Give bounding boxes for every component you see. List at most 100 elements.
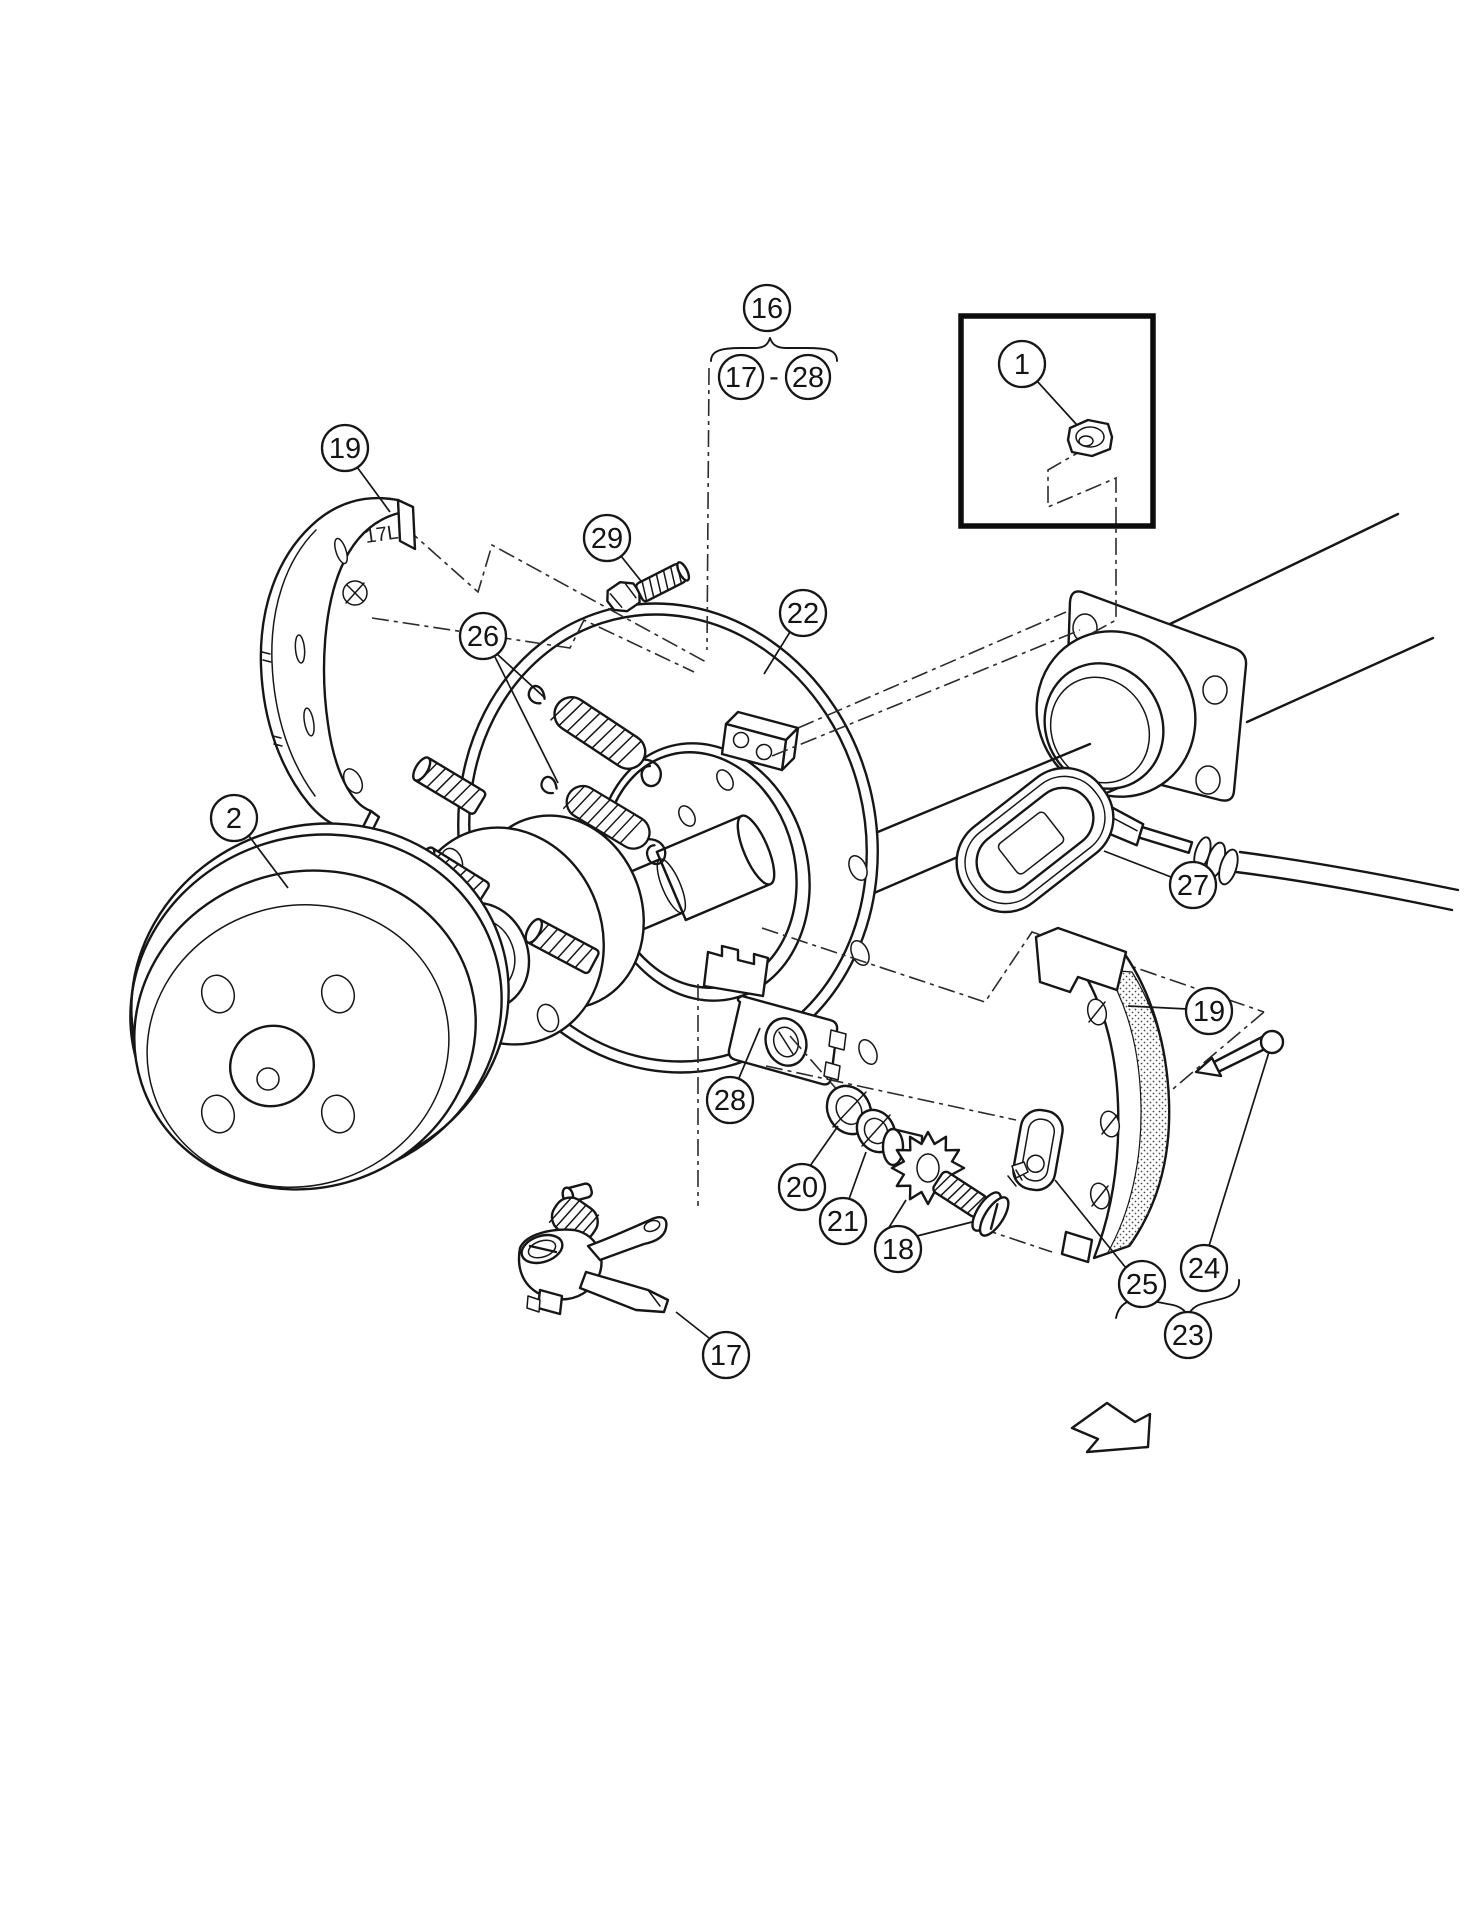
coil-lines [548,1195,600,1242]
inset-border [958,313,1156,529]
phantom-nut-alignment [1047,446,1117,637]
lever-arm-hole [643,1219,661,1233]
svg-text:28: 28 [714,1085,746,1117]
axle-tube-upper-edge [1168,512,1400,626]
brake-shoe-left: 17L [259,496,417,835]
svg-text:28: 28 [792,362,824,394]
callout-29: 29 [582,513,632,563]
shoe-slot [294,634,306,664]
callout-26: 26 [458,611,508,661]
svg-text:23: 23 [1172,1320,1204,1352]
callout-leaders [248,380,1270,1339]
axle-tube-lower-edge [1245,636,1435,724]
wheel-cylinder-tab [823,1061,841,1081]
drum-lug-hole [320,1094,356,1134]
lever-cup-slot [528,1244,558,1254]
shoe-web [259,496,401,830]
svg-text:18: 18 [882,1234,914,1266]
cable-ferrule-ring [1218,848,1239,886]
callout-21: 21 [818,1196,868,1246]
hub-hole [536,1003,560,1033]
plate-hole [678,805,696,827]
plate-hole [716,769,734,791]
plate-hole [858,1038,878,1066]
svg-text:27: 27 [1177,870,1209,902]
axle-nut [1066,418,1114,458]
svg-text:29: 29 [591,523,623,555]
grommet-center-hole [997,811,1065,875]
callout-1: 1 [997,339,1047,389]
shoe-lining-edge [271,529,317,797]
clip-hole [1026,1154,1045,1174]
shoe-stamp-17l: 17L [364,522,400,548]
bearing-bore [1049,676,1151,784]
shoe-slot [334,537,348,565]
nut-detail-inset [958,313,1156,637]
svg-text:21: 21 [827,1206,859,1238]
callout-22: 22 [778,588,828,638]
coil-lines [562,784,643,844]
screw-slot [989,1203,999,1230]
svg-text:25: 25 [1126,1269,1158,1301]
callout-19-right: 19 [1184,986,1234,1036]
wheel-cylinder-bracket [702,944,770,998]
callout-27: 27 [1168,860,1218,910]
callout-19-left: 19 [320,423,370,473]
callout-17-main: 17 [701,1330,751,1380]
svg-text:22: 22 [787,598,819,630]
spring-hook [640,758,662,788]
anchor-block [720,710,800,772]
callout-18: 18 [873,1224,923,1274]
svg-text:17: 17 [725,362,757,394]
drum-lug-hole [200,974,236,1014]
plate-hole [848,854,868,882]
cable-outer-upper [1238,850,1460,892]
anchor-block-hole [732,731,750,749]
lever-blade-arm [578,1270,670,1314]
brake-shoe-right [1034,926,1171,1264]
adjuster-screw [932,1170,1010,1237]
star-wheel-hole [916,1153,940,1183]
clip-screw-head [1011,1161,1029,1179]
brake-cable-assembly [1068,789,1460,912]
retainer-clip [1007,1108,1064,1192]
phantom-plate-to-right-shoe [761,927,1265,1013]
grommet-wall [964,775,1106,905]
pin-shaft [1212,1034,1269,1074]
callout-28-main: 28 [705,1075,755,1125]
cable-outer-lower [1234,870,1454,912]
callout-24: 24 [1179,1243,1229,1293]
return-spring-upper [527,684,662,788]
forward-direction-arrow-icon [1070,1401,1152,1454]
bolt-tip [676,561,691,582]
drum-center-hole [228,1024,316,1108]
spring-hook [527,684,546,705]
callout-25: 25 [1117,1259,1167,1309]
return-spring-lower [540,775,667,866]
svg-text:1: 1 [1014,349,1030,381]
wheel-stud [412,756,487,815]
phantom-plate-to-right-shoe [765,1065,1017,1121]
drum-face-ring [146,904,450,1188]
range-dash: - [769,361,779,393]
clip-loop-inner [1020,1118,1056,1182]
callout-20: 20 [777,1162,827,1212]
svg-text:16: 16 [751,293,783,325]
flange-bolt-hole [1202,675,1228,705]
flange-bolt [606,561,691,613]
spring-hook [540,775,558,795]
shoe-lining-stipple [1104,969,1170,1256]
callout-28-range: 28 [784,353,832,401]
callout-16: 16 [742,283,792,333]
anchor-pin [1194,1029,1285,1078]
adjuster-assembly [881,1127,1010,1237]
shoe-bottom-tab [1060,1230,1094,1264]
phantom-plate-to-flange [771,629,1081,757]
brake-drum [129,822,510,1191]
shoe-edge-notches [261,651,283,747]
phantom-vertical [706,367,710,651]
svg-text:19: 19 [1193,996,1225,1028]
shoe-hole [342,768,364,794]
nut-bore [1078,435,1094,447]
shoe-slot [303,707,315,737]
